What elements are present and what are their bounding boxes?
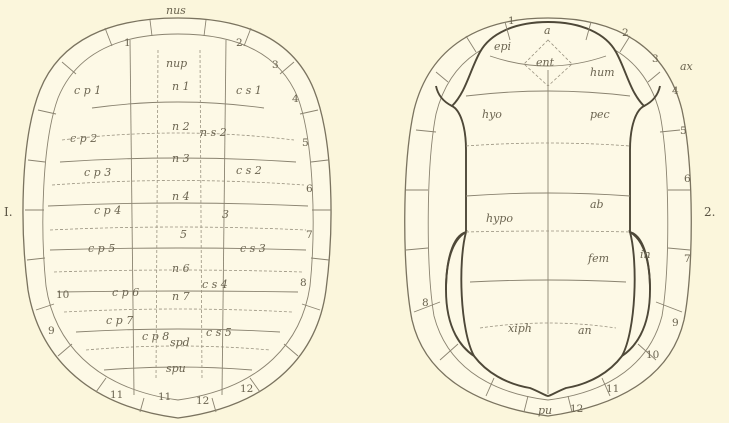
label-cp8: c p 8 [142,330,169,343]
label-epi: epi [494,40,511,53]
marginal-number: 4 [672,85,679,97]
marginal-number: 12 [240,383,253,395]
marginal-number: 5 [680,125,687,137]
label-cp1: c p 1 [74,84,101,97]
figure-number-left: I. [4,205,13,219]
label-hum: hum [590,66,615,79]
label-hypo: hypo [486,212,513,225]
marginal-number: 2 [236,37,243,49]
marginal-number: 7 [306,229,313,241]
label-nus: nus [166,4,186,17]
marginal-number: 8 [422,297,429,309]
figure-number-right: 2. [704,205,715,219]
label-n6: n 6 [172,262,190,275]
marginal-number: 3 [272,59,279,71]
label-cp5: c p 5 [88,242,115,255]
label-cs2: c s 2 [236,164,262,177]
label-hyo: hyo [482,108,502,121]
label-in: in [640,248,651,261]
label-spd: spd [170,336,190,349]
label-n2: n 2 [172,120,190,133]
label-spu: spu [166,362,186,375]
plastron-diagram: epi a ent hum ax hyo pec hypo ab in fem … [405,15,694,417]
label-a: a [544,24,551,37]
marginal-number: 12 [570,403,583,415]
label-11-carapace: 11 [158,391,171,403]
label-n3: n 3 [172,152,190,165]
label-pu: pu [538,404,552,417]
label-an: an [578,324,592,337]
marginal-number: 6 [684,173,691,185]
marginal-number: 3 [652,53,659,65]
label-xiph: xiph [508,322,532,335]
label-12-carapace: 12 [196,395,209,407]
label-cs3: c s 3 [240,242,266,255]
label-n1: n 1 [172,80,190,93]
marginal-number: 8 [300,277,307,289]
label-cs4: c s 4 [202,278,228,291]
label-cs1: c s 1 [236,84,262,97]
label-cp6: c p 6 [112,286,139,299]
label-cs5: c s 5 [206,326,232,339]
label-n4: n 4 [172,190,190,203]
marginal-number: 5 [302,137,309,149]
label-pec: pec [590,108,610,121]
label-cp3: c p 3 [84,166,111,179]
label-n7: n 7 [172,290,190,303]
marginal-number: 1 [508,15,515,27]
label-n5: 5 [180,228,187,241]
label-fem: fem [587,252,609,265]
marginal-number: 10 [646,349,659,361]
label-ent: ent [536,56,555,69]
label-ns2: n s 2 [200,126,227,139]
label-nup: nup [166,57,187,70]
marginal-number: 10 [56,289,69,301]
marginal-number: 9 [672,317,679,329]
marginal-number: 6 [306,183,313,195]
marginal-number: 1 [124,37,131,49]
marginal-number: 11 [606,383,619,395]
marginal-number: 11 [110,389,123,401]
label-ax: ax [680,60,694,73]
marginal-number: 4 [292,93,299,105]
label-cp4: c p 4 [94,204,121,217]
marginal-number: 7 [684,253,691,265]
marginal-number: 9 [48,325,55,337]
label-n3s: 3 [222,208,229,221]
label-cp7: c p 7 [106,314,133,327]
label-cp2: c p 2 [70,132,97,145]
carapace-diagram: nus nup n 1 n 2 n 3 n 4 5 n 6 n 7 c p 1 … [23,4,331,418]
marginal-number: 2 [622,27,629,39]
label-ab: ab [590,198,604,211]
